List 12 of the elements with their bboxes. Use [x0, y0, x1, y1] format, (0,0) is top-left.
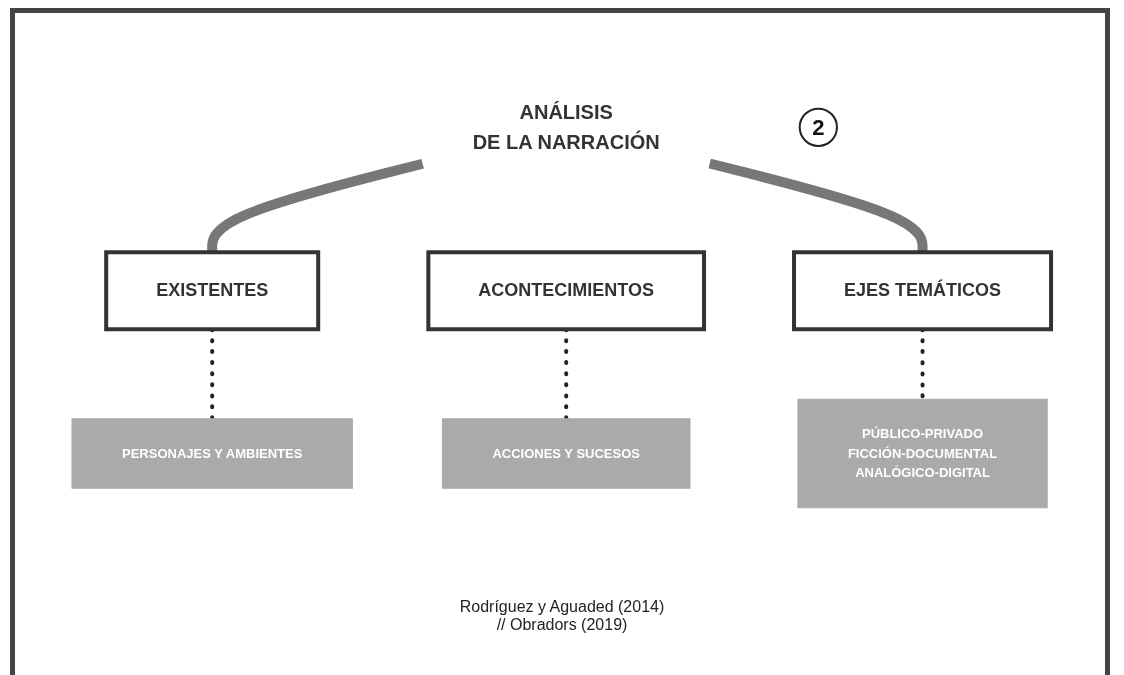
- connector: [708, 158, 928, 253]
- node-circle: 2: [799, 107, 839, 147]
- citation-text: // Obradors (2019): [496, 616, 628, 634]
- node-box: PÚBLICO-PRIVADO FICCIÓN-DOCUMENTAL ANALÓGICO-DIGITAL: [797, 398, 1049, 509]
- node-box: ACONTECIMIENTOS: [426, 250, 707, 332]
- node-box: EXISTENTES: [104, 250, 321, 332]
- citation-text: Rodríguez y Aguaded (2014): [459, 598, 665, 616]
- node-box: EJES TEMÁTICOS: [792, 250, 1054, 332]
- connector: [207, 158, 425, 253]
- node-box: PERSONAJES Y AMBIENTES: [71, 418, 354, 489]
- node-text: ANÁLISIS DE LA NARRACIÓN: [473, 101, 661, 154]
- node-box: ACCIONES Y SUCESOS: [442, 418, 691, 489]
